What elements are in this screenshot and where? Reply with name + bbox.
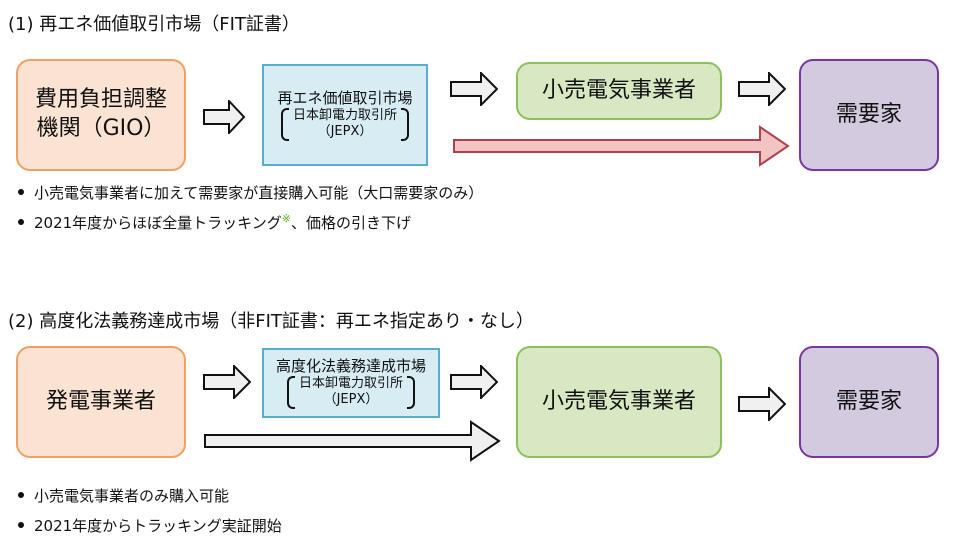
generator-label: 発電事業者 [45,388,156,414]
bullet-dot-icon [18,491,24,498]
bullet-dot-icon [18,188,24,195]
jepx-renewable-market-box: 再エネ価値取引市場 日本卸電力取引所 （JEPX） [262,64,428,166]
arrow-right-icon [203,365,251,399]
market-title: 高度化法義務達成市場 [275,356,426,375]
market-operator: 日本卸電力取引所 [298,376,403,391]
consumer-box: 需要家 [799,59,939,171]
market-bracket: 日本卸電力取引所 （JEPX） [280,108,409,141]
consumer-label: 需要家 [835,388,902,414]
retailer-label: 小売電気事業者 [541,388,696,414]
bracket-left [286,376,295,409]
market-operator-abbr: （JEPX） [323,392,379,408]
generator-to-retailer-arrow-icon [204,420,501,462]
retailer-box: 小売電気事業者 [516,62,722,120]
arrow-right-icon [203,100,245,134]
section1-heading: (1) 再エネ価値取引市場（FIT証書） [8,14,300,35]
generator-box: 発電事業者 [16,346,186,458]
bullet-dot-icon [18,218,24,225]
bullet-dot-icon [18,521,24,528]
arrow-right-icon [738,387,786,421]
bracket-right [401,108,409,141]
bracket-left [280,108,289,141]
consumer-box: 需要家 [799,346,939,458]
market-operator: 日本卸電力取引所 [292,108,397,123]
market-operator-abbr: （JEPX） [317,124,373,140]
arrow-right-icon [738,72,786,106]
jepx-obligation-market-box: 高度化法義務達成市場 日本卸電力取引所 （JEPX） [262,348,440,418]
bracket-right [407,376,415,409]
section1-bullet-2: 2021年度からほぼ全量トラッキング※、価格の引き下げ [18,212,411,233]
market-title: 再エネ価値取引市場 [277,88,413,107]
direct-purchase-arrow-icon [453,125,790,167]
arrow-right-icon [450,72,498,106]
consumer-label: 需要家 [835,101,902,127]
retailer-label: 小売電気事業者 [541,77,696,103]
note-mark: ※ [281,212,291,225]
retailer-box: 小売電気事業者 [516,346,722,458]
market-bracket: 日本卸電力取引所 （JEPX） [286,376,415,409]
section2-bullet-2: 2021年度からトラッキング実証開始 [18,515,282,536]
section1-bullet-1: 小売電気事業者に加えて需要家が直接購入可能（大口需要家のみ） [18,182,483,203]
gio-box: 費用負担調整 機関（GIO） [16,59,186,171]
section2-heading: (2) 高度化法義務達成市場（非FIT証書：再エネ指定あり・なし） [8,311,534,332]
arrow-right-icon [450,365,498,399]
section2-bullet-1: 小売電気事業者のみ購入可能 [18,485,229,506]
gio-label-line1: 費用負担調整 [34,87,167,113]
gio-label-line2: 機関（GIO） [36,116,166,141]
